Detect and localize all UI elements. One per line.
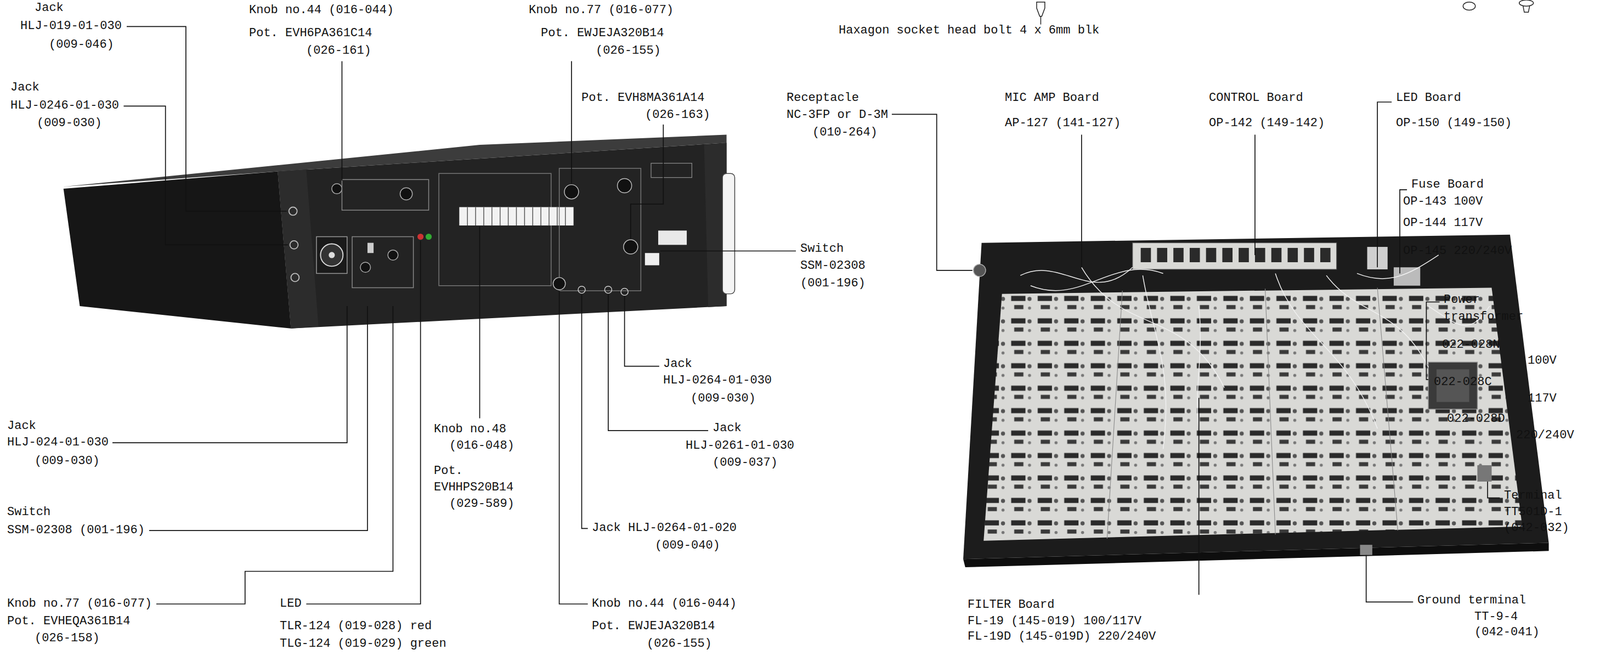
part-label: Switch xyxy=(7,505,51,519)
part-label: TLR-124 (019-028) red xyxy=(279,619,432,633)
part-label: Terminal xyxy=(1504,489,1563,503)
part-label: 022-028N xyxy=(1442,338,1501,352)
part-label: HLJ-0264-01-030 xyxy=(663,374,772,388)
part-label: 100V xyxy=(1527,354,1557,368)
part-label: HLJ-019-01-030 xyxy=(20,19,122,33)
part-label: transformer xyxy=(1443,310,1524,324)
part-label: HLJ-0261-01-030 xyxy=(685,439,795,453)
part-label: TLG-124 (019-029) green xyxy=(279,637,447,651)
part-label: (042-032) xyxy=(1504,521,1570,535)
part-label: (042-041) xyxy=(1474,625,1540,640)
part-label: FILTER Board xyxy=(967,598,1055,612)
part-label: (026-158) xyxy=(34,631,100,646)
part-label: Pot. EWJEJA320B14 xyxy=(540,26,664,41)
part-label: OP-142 (149-142) xyxy=(1208,116,1325,130)
part-label: OP-144 117V xyxy=(1403,216,1483,230)
part-label: Knob no.48 xyxy=(433,422,507,437)
part-label: Jack xyxy=(7,419,37,433)
part-label: Jack xyxy=(34,1,64,15)
part-label: 220/240V xyxy=(1516,428,1575,443)
part-label: Knob no.77 (016-077) xyxy=(7,597,152,611)
part-label: HLJ-0246-01-030 xyxy=(10,99,120,113)
part-label: TT-9-4 xyxy=(1474,610,1518,624)
part-label: (026-155) xyxy=(595,44,661,58)
part-label: HLJ-024-01-030 xyxy=(7,436,109,450)
part-label: Fuse Board xyxy=(1411,178,1484,192)
part-label: CONTROL Board xyxy=(1208,91,1304,105)
part-label: MIC AMP Board xyxy=(1004,91,1100,105)
part-label: (010-264) xyxy=(812,126,878,140)
part-label: 022-028C xyxy=(1433,375,1492,389)
part-label: 117V xyxy=(1527,392,1557,406)
leader-line xyxy=(112,26,1500,604)
part-label: (026-163) xyxy=(645,108,711,122)
part-label: Haxagon socket head bolt 4 x 6mm blk xyxy=(838,24,1100,38)
part-label: (026-161) xyxy=(306,44,372,58)
bolt-icon xyxy=(1036,0,1534,25)
part-label: (016-048) xyxy=(449,439,515,453)
part-label: Jack xyxy=(712,421,742,435)
part-label: (026-155) xyxy=(646,637,712,651)
part-label: OP-143 100V xyxy=(1403,195,1483,209)
part-label: Knob no.44 (016-044) xyxy=(249,3,394,18)
part-label: Pot. xyxy=(433,464,463,478)
part-label: OP-145 220/240V xyxy=(1403,244,1512,258)
part-label: Pot. EVH8MA361A14 xyxy=(581,91,705,105)
part-label: LED xyxy=(279,597,302,611)
part-label: Knob no.77 (016-077) xyxy=(528,3,674,18)
part-label: Pot. EVH6PA361C14 xyxy=(249,26,372,41)
part-label: SSM-02308 (001-196) xyxy=(7,523,145,537)
part-label: (009-030) xyxy=(36,116,103,130)
part-label: SSM-02308 xyxy=(800,259,866,273)
part-label: Knob no.44 (016-044) xyxy=(591,597,737,611)
part-label: Receptacle xyxy=(786,91,859,105)
part-label: TT501D-1 xyxy=(1504,505,1563,519)
part-label: Jack HLJ-0264-01-020 xyxy=(591,521,737,535)
part-label: Ground terminal xyxy=(1417,594,1526,608)
part-label: AP-127 (141-127) xyxy=(1004,116,1121,130)
part-label: Jack xyxy=(10,81,40,95)
part-label: Pot. EWJEJA320B14 xyxy=(591,619,715,633)
part-label: (009-040) xyxy=(654,539,721,553)
part-label: (009-046) xyxy=(48,38,115,52)
part-label: OP-150 (149-150) xyxy=(1395,116,1512,130)
part-label: (001-196) xyxy=(800,276,866,291)
part-label: LED Board xyxy=(1395,91,1462,105)
device-front xyxy=(63,134,736,329)
part-label: FL-19 (145-019) 100/117V xyxy=(967,614,1142,629)
part-label: (029-589) xyxy=(449,497,515,511)
part-label: EVHHPS20B14 xyxy=(433,481,514,495)
chassis-top-view xyxy=(963,234,1549,568)
part-label: Jack xyxy=(663,357,693,371)
part-label: Switch xyxy=(800,242,844,256)
part-label: (009-030) xyxy=(34,454,100,468)
part-label: Power xyxy=(1443,293,1480,307)
part-label: (009-037) xyxy=(712,456,778,470)
part-label: (009-030) xyxy=(690,392,756,406)
part-label: FL-19D (145-019D) 220/240V xyxy=(967,630,1156,644)
part-label: Pot. EVHEQA361B14 xyxy=(7,614,130,629)
part-label: NC-3FP or D-3M xyxy=(786,108,889,122)
part-label: 022-028D xyxy=(1446,412,1506,426)
